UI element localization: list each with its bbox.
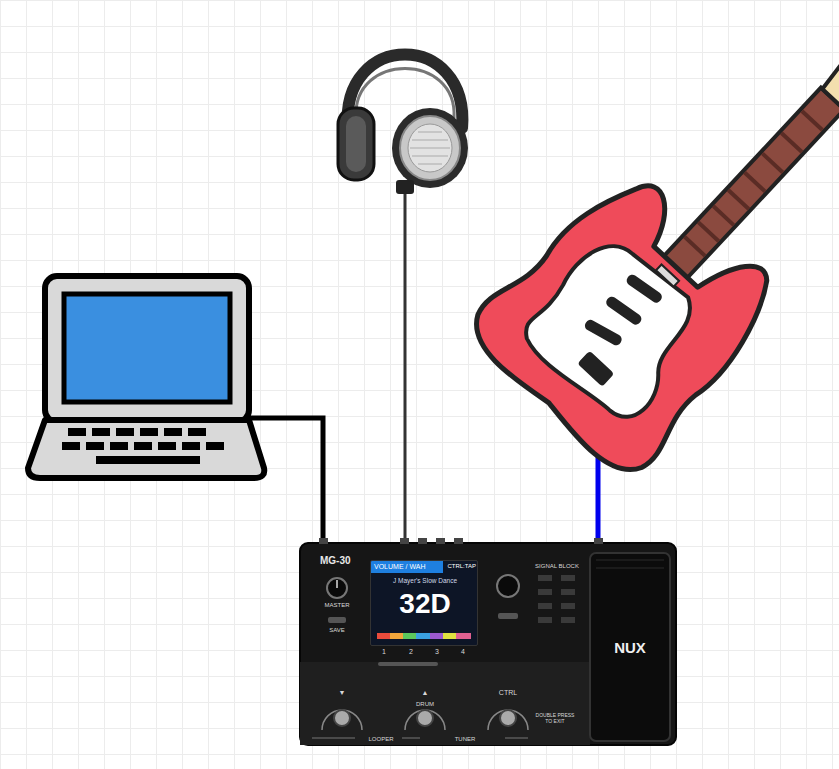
section-label: TUNER xyxy=(455,736,476,743)
screen-header-right: CTRL:TAP xyxy=(447,563,476,570)
footswitch xyxy=(322,710,528,730)
model-name: MG-30 xyxy=(320,555,351,566)
brand-logo: NUX xyxy=(614,640,646,657)
footswitch-note: DOUBLE PRESS TO EXIT xyxy=(535,713,575,724)
footswitch-label: CTRL xyxy=(499,689,517,697)
knob-number: 4 xyxy=(461,648,465,656)
signal-chain-strip xyxy=(377,633,471,639)
preset-number: 32D xyxy=(399,589,450,620)
headphone-cable xyxy=(404,188,407,546)
usb-cable xyxy=(248,418,323,546)
section-label: SIGNAL BLOCK xyxy=(535,563,579,570)
screen-header: VOLUME / WAH xyxy=(371,561,443,573)
knob-number: 3 xyxy=(435,648,439,656)
guitar xyxy=(461,0,839,485)
laptop xyxy=(28,276,264,478)
multi-effects-unit xyxy=(300,538,676,745)
knob-number: 2 xyxy=(409,648,413,656)
display-screen: VOLUME / WAH CTRL:TAP J Mayer's Slow Dance… xyxy=(370,560,478,646)
section-label: LOOPER xyxy=(368,736,393,743)
preset-name: J Mayer's Slow Dance xyxy=(393,577,457,584)
knob-number: 1 xyxy=(382,648,386,656)
button-label: SAVE xyxy=(329,627,345,634)
footswitch-symbol: ▼ xyxy=(339,689,346,697)
footswitch-label: DRUM xyxy=(416,701,434,708)
headphones xyxy=(338,55,468,195)
footswitch-symbol: ▲ xyxy=(422,689,429,697)
knob-label: MASTER xyxy=(324,602,349,609)
